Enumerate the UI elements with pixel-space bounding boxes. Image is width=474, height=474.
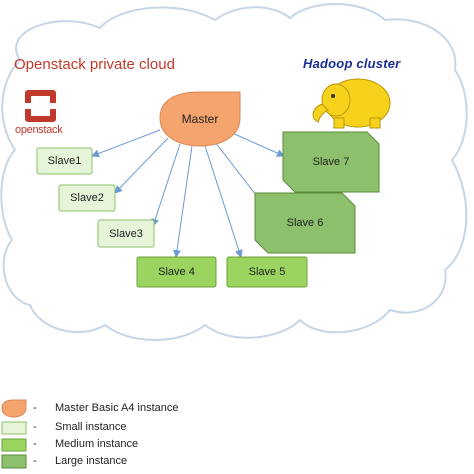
arrow-to-slave7 (229, 131, 285, 157)
legend-label-master: Master Basic A4 instance (55, 402, 179, 414)
slave5-node-label: Slave 5 (248, 266, 286, 278)
connector-arrows (91, 129, 285, 258)
slave2-node-label: Slave2 (70, 192, 104, 204)
legend-label-small: Small instance (55, 421, 127, 433)
slave6-node-shape (254, 192, 356, 254)
legend-swatch-large (1, 454, 27, 469)
slave4-node-label: Slave 4 (158, 266, 195, 278)
slave7-node-shape (282, 131, 380, 193)
arrow-to-slave4 (173, 145, 193, 258)
slave1-node-label: Slave1 (47, 155, 82, 167)
openstack-logo-text: openstack (15, 124, 63, 136)
master-node-label: Master (181, 112, 219, 126)
arrow-to-slave3 (151, 143, 181, 227)
legend-dash: - (33, 455, 37, 467)
legend-dash: - (33, 438, 37, 450)
diagram-title: Openstack private cloud (14, 56, 175, 73)
legend-dash: - (33, 402, 37, 414)
slave7-node-label: Slave 7 (312, 156, 350, 168)
legend-dash: - (33, 421, 37, 433)
hadoop-cluster-label: Hadoop cluster (303, 56, 401, 71)
slave3-node-label: Slave3 (109, 227, 143, 240)
slave1-node-shape (36, 147, 93, 175)
slave6-node-label: Slave 6 (286, 217, 324, 229)
legend-label-large: Large instance (55, 455, 128, 467)
arrow-to-slave5 (204, 145, 243, 258)
legend-swatch-medium (1, 438, 27, 452)
arrow-to-slave2 (114, 137, 169, 194)
arrow-to-slave1 (91, 129, 161, 158)
master-node-shape (159, 91, 241, 147)
slave3-node-shape (97, 219, 155, 248)
legend-swatch-small (1, 421, 27, 435)
legend-swatch-master (1, 399, 27, 418)
slave5-node-shape (226, 256, 308, 288)
openstack-logo (22, 90, 59, 122)
hadoop-elephant-icon (312, 78, 391, 129)
legend-label-medium: Medium instance (55, 438, 139, 450)
slave4-node-shape (136, 256, 217, 288)
slave2-node-shape (58, 184, 116, 212)
